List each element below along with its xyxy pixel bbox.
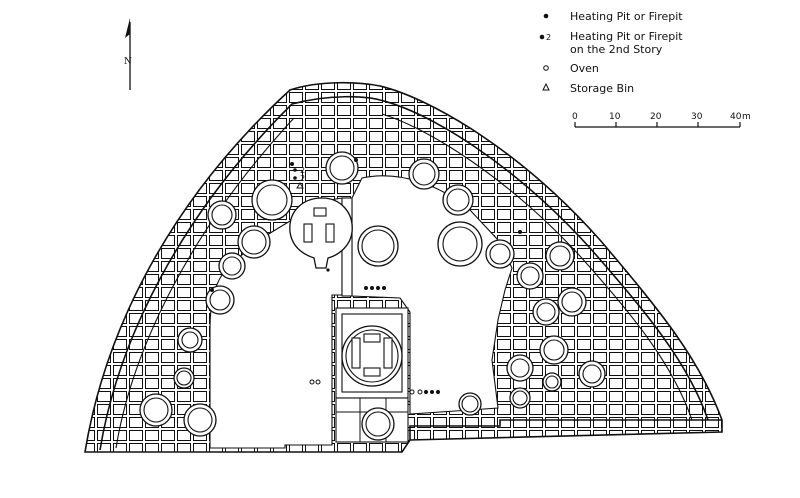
ovens: [309, 379, 423, 395]
triangle-icon: [542, 82, 550, 91]
legend-label-heating-pit: Heating Pit or Firepit: [570, 10, 683, 23]
legend-label-second-story-line1: Heating Pit or Firepit: [570, 30, 683, 43]
second-story-mark-1: 2: [300, 166, 305, 175]
scale-tick-30: 30: [691, 112, 703, 122]
filled-dot-icon: [543, 13, 549, 19]
legend-label-oven: Oven: [570, 62, 599, 75]
scale-tick-0: 0: [572, 112, 578, 122]
legend-item-oven: Oven: [543, 62, 599, 75]
legend-item-heating-pit: Heating Pit or Firepit: [543, 10, 683, 23]
scale-bar: 0 10 20 30 40 m: [572, 112, 751, 128]
pueblo-plan: 2 2: [84, 81, 723, 453]
second-story-heating-pits: 2 2: [293, 166, 305, 189]
legend-item-storage-bin: Storage Bin: [542, 82, 634, 95]
east-kivas: [357, 158, 606, 416]
scale-unit: m: [742, 112, 751, 122]
legend: Heating Pit or Firepit 2 Heating Pit or …: [539, 10, 683, 95]
central-great-kiva: [341, 325, 403, 387]
scale-tick-10: 10: [609, 112, 621, 122]
scale-tick-40: 40: [730, 112, 742, 122]
second-story-mark-2: 2: [300, 174, 305, 183]
scale-tick-20: 20: [650, 112, 662, 122]
legend-item-second-story-pit: 2 Heating Pit or Firepit on the 2nd Stor…: [539, 30, 683, 56]
dot-2-icon: [539, 34, 545, 40]
west-kivas: [139, 151, 395, 441]
keyhole-kiva: [289, 197, 353, 269]
legend-label-storage-bin: Storage Bin: [570, 82, 634, 95]
north-label: N: [124, 57, 132, 67]
storage-bin-icon: [296, 182, 304, 189]
heating-pits: [210, 158, 522, 394]
north-arrow-icon: N: [124, 18, 132, 90]
legend-symbol-text: 2: [546, 33, 551, 42]
legend-label-second-story-line2: on the 2nd Story: [570, 43, 663, 56]
open-circle-icon: [543, 65, 549, 71]
